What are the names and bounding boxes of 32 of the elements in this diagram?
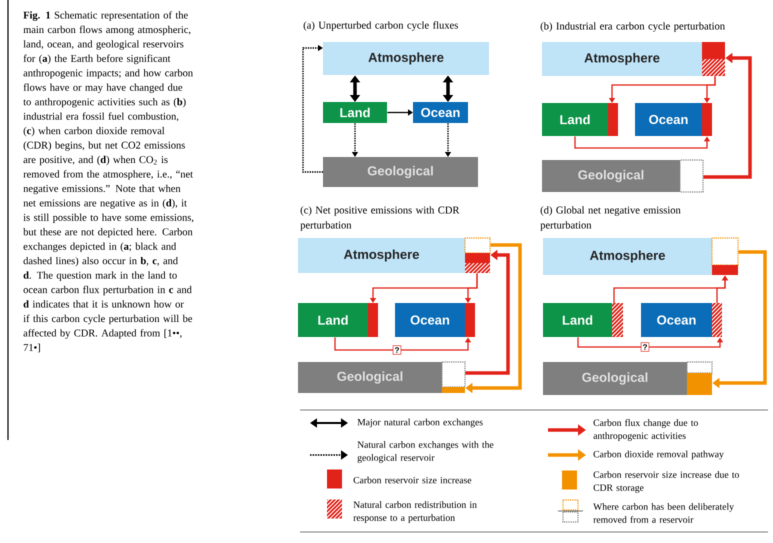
panel-title: (a) Unperturbed carbon cycle fluxes bbox=[304, 21, 458, 31]
edge-label: ? bbox=[640, 342, 650, 352]
reservoir-box: Atmosphere bbox=[298, 237, 491, 273]
caption: Fig. 1 Schematic representation of the main carbon flows among atmospheric, land, ocean, and geological reservoirs for (a) the Earth before significant anthropogenic impacts; and how carbon flows have or may have changed due to anthropogenic activities such as (b) industrial era fossil fuel combustion, (c) when carbon dioxide removal (CDR) begins, but net CO2 emissions are positive, and (d) when CO$_{2}$ is removed from the atmosphere, i.e., “net negative emissions.” Note that when net emissions are negative as in (d), it is still possible to have some emissions, but these are not depicted here. Carbon exchanges depicted in (a; black and dashed lines) also occur in b, c, and d. The question mark in the land to ocean carbon flux perturbation in c and d indicates that it is unknown how or if this carbon cycle perturbation will be affected by CDR. Adapted from [1••, 71•] bbox=[23, 11, 194, 352]
reservoir-box: Geological bbox=[543, 361, 713, 395]
panel-title: (c) Net positive emissions with CDR perturbation bbox=[300, 206, 460, 231]
panel-title: (d) Global net negative emission perturbation bbox=[540, 206, 681, 231]
reservoir-box: Land bbox=[542, 103, 618, 136]
reservoir-box: Geological bbox=[298, 361, 466, 393]
reservoir-box: Land bbox=[298, 303, 378, 337]
legend-text: Major natural carbon exchanges bbox=[358, 418, 483, 428]
reservoir-box: Land bbox=[543, 303, 623, 337]
reservoir-box: Ocean bbox=[413, 102, 468, 123]
legend-text: Carbon reservoir size increase due to CDR storage bbox=[594, 471, 739, 493]
panel-title: (b) Industrial era carbon cycle perturbation bbox=[540, 22, 725, 32]
reservoir-box: Land bbox=[323, 102, 387, 123]
reservoir-box: Geological bbox=[323, 157, 478, 187]
reservoir-box: Ocean bbox=[635, 103, 712, 136]
legend-text: Where carbon has been deliberately removed from a reservoir bbox=[593, 503, 734, 523]
reservoir-box: Atmosphere bbox=[543, 237, 739, 275]
edge-label: ? bbox=[392, 345, 402, 355]
legend-text: Carbon reservoir size increase bbox=[354, 476, 472, 484]
reservoir-box: Geological bbox=[542, 159, 704, 193]
reservoir-box: Atmosphere bbox=[542, 42, 725, 76]
legend-text: Carbon flux change due to anthropogenic activities bbox=[594, 419, 698, 441]
reservoir-box: Ocean bbox=[641, 303, 722, 337]
reservoir-box: Ocean bbox=[395, 303, 475, 337]
legend-text: Natural carbon redistribution in response to a perturbation bbox=[353, 501, 477, 523]
reservoir-box: Atmosphere bbox=[323, 42, 489, 75]
legend-text: Natural carbon exchanges with the geological reservoir bbox=[358, 441, 494, 463]
arrow bbox=[302, 44, 323, 173]
legend-text: Carbon dioxide removal pathway bbox=[594, 450, 724, 460]
